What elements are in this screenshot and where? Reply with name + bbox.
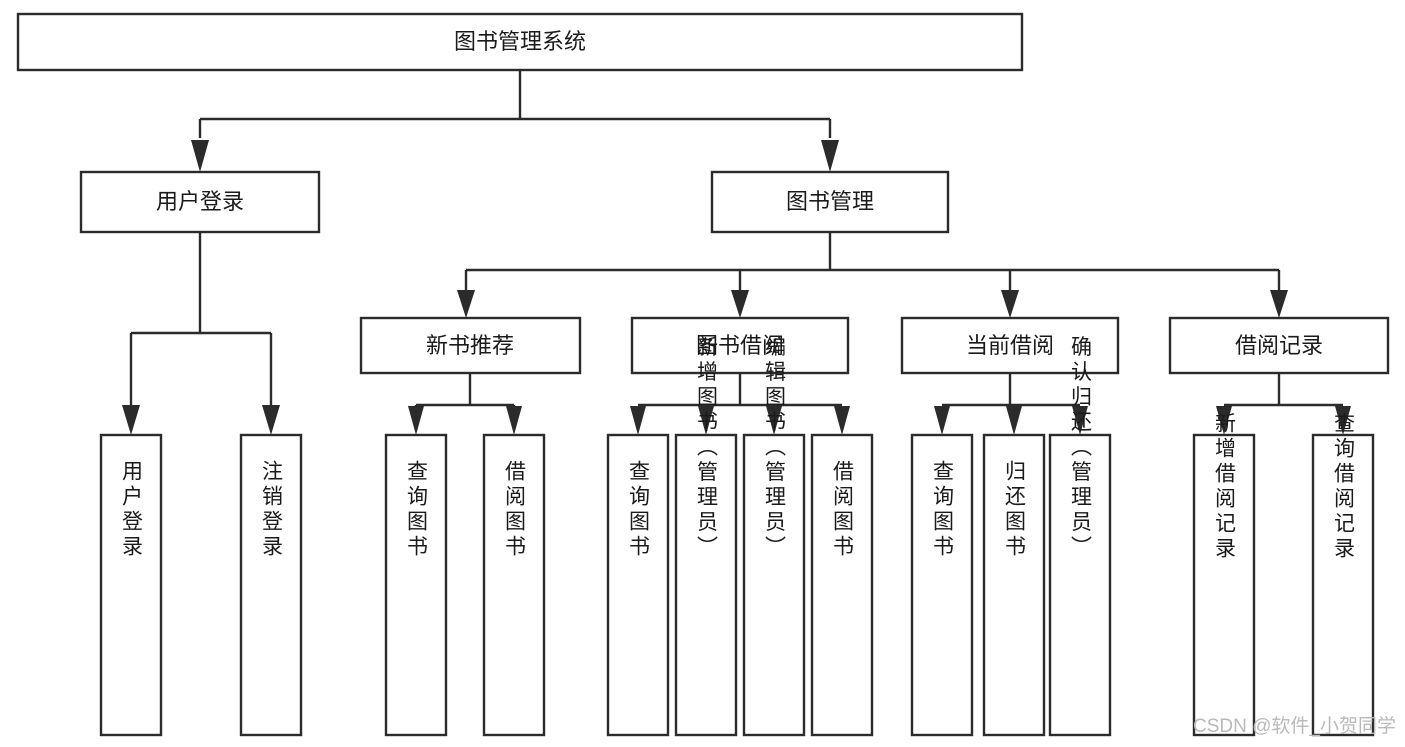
arrow-head-new-book-rec [457, 290, 475, 318]
arrow-head-book-borrow [731, 290, 749, 318]
node-user-login-label: 用户登录 [156, 189, 244, 214]
node-current-borrow-label: 当前借阅 [966, 333, 1054, 358]
arrow-head-borrow-record [1270, 290, 1288, 318]
node-leaf-user-login[interactable]: 用户登录 [99, 433, 163, 737]
node-book-manage[interactable]: 图书管理 [710, 170, 950, 234]
node-leaf-borrow-book-2-box[interactable] [810, 433, 874, 737]
node-leaf-logout-box[interactable] [239, 433, 303, 737]
node-leaf-query-book-3-box[interactable] [910, 433, 974, 737]
node-leaf-borrow-book-1-box[interactable] [482, 433, 546, 737]
node-leaf-add-book-label: 新增图书（管理员） [695, 336, 719, 561]
node-borrow-record-box[interactable] [1168, 316, 1390, 375]
node-leaf-query-record[interactable]: 查询借阅记录 [1311, 412, 1375, 737]
node-leaf-confirm-return-box[interactable] [1048, 433, 1112, 737]
arrow-head-leaf-query-record [1335, 406, 1351, 435]
node-root[interactable]: 图书管理系统 [16, 12, 1024, 72]
node-leaf-query-book-3-label: 查询图书 [931, 460, 955, 560]
arrow-head-leaf-logout [262, 405, 280, 435]
arrow-head-book-manage [821, 140, 839, 172]
arrow-head-leaf-query-book-3 [934, 406, 950, 435]
node-leaf-add-record[interactable]: 新增借阅记录 [1192, 412, 1256, 737]
arrow-head-leaf-user-login [122, 405, 140, 435]
node-current-borrow-box[interactable] [900, 316, 1120, 375]
node-leaf-query-book-1-label: 查询图书 [405, 460, 429, 560]
node-user-login[interactable]: 用户登录 [79, 170, 321, 234]
node-leaf-user-login-box[interactable] [99, 433, 163, 737]
node-leaf-logout-label: 注销登录 [260, 460, 284, 560]
node-leaf-add-book[interactable]: 新增图书（管理员） [674, 336, 738, 737]
arrow-head-leaf-borrow-book-2 [834, 406, 850, 435]
node-leaf-return-book-label: 归还图书 [1003, 460, 1027, 560]
arrow-head-leaf-confirm-return [1072, 406, 1088, 435]
node-leaf-edit-book[interactable]: 编辑图书（管理员） [742, 336, 806, 737]
node-leaf-query-book-1-box[interactable] [384, 433, 448, 737]
arrow-head-leaf-return-book [1006, 406, 1022, 435]
node-leaf-query-book-2[interactable]: 查询图书 [606, 433, 670, 737]
node-book-borrow-box[interactable] [630, 316, 850, 375]
node-book-manage-box[interactable] [710, 170, 950, 234]
arrow-head-leaf-borrow-book-1 [506, 406, 522, 435]
node-new-book-rec-label: 新书推荐 [426, 333, 514, 358]
arrow-head-current-borrow [1001, 290, 1019, 318]
node-leaf-query-record-label: 查询借阅记录 [1332, 412, 1356, 562]
node-leaf-add-record-label: 新增借阅记录 [1213, 412, 1237, 562]
arrow-head-leaf-add-book [698, 406, 714, 435]
node-borrow-record[interactable]: 借阅记录 [1168, 316, 1390, 375]
node-leaf-return-book[interactable]: 归还图书 [982, 433, 1046, 737]
node-current-borrow[interactable]: 当前借阅 [900, 316, 1120, 375]
node-leaf-add-book-box[interactable] [674, 433, 738, 737]
arrow-head-leaf-query-book-2 [630, 406, 646, 435]
node-book-manage-label: 图书管理 [786, 189, 874, 214]
node-leaf-query-book-2-box[interactable] [606, 433, 670, 737]
node-new-book-rec[interactable]: 新书推荐 [359, 316, 582, 375]
node-borrow-record-label: 借阅记录 [1235, 333, 1323, 358]
connector-layer [122, 70, 1351, 435]
arrow-head-user-login [191, 140, 209, 172]
node-leaf-return-book-box[interactable] [982, 433, 1046, 737]
csdn-watermark: CSDN @软件_小贺同学 [1193, 715, 1396, 737]
node-leaf-query-book-3[interactable]: 查询图书 [910, 433, 974, 737]
arrow-head-leaf-add-record [1216, 406, 1232, 435]
node-leaf-edit-book-box[interactable] [742, 433, 806, 737]
node-user-login-box[interactable] [79, 170, 321, 234]
node-leaf-confirm-return-label: 确认归还（管理员） [1069, 336, 1093, 561]
node-leaf-confirm-return[interactable]: 确认归还（管理员） [1048, 336, 1112, 737]
node-root-box[interactable] [16, 12, 1024, 72]
node-leaf-query-book-2-label: 查询图书 [627, 460, 651, 560]
node-leaf-borrow-book-2-label: 借阅图书 [831, 460, 855, 560]
arrow-head-leaf-edit-book [766, 406, 782, 435]
node-leaf-borrow-book-1-label: 借阅图书 [503, 460, 527, 560]
node-leaf-query-book-1[interactable]: 查询图书 [384, 433, 448, 737]
node-leaf-query-record-box[interactable] [1311, 433, 1375, 737]
arrow-head-leaf-query-book-1 [408, 406, 424, 435]
node-leaf-borrow-book-2[interactable]: 借阅图书 [810, 433, 874, 737]
node-leaf-borrow-book-1[interactable]: 借阅图书 [482, 433, 546, 737]
node-root-label: 图书管理系统 [454, 29, 586, 54]
node-leaf-logout[interactable]: 注销登录 [239, 433, 303, 737]
node-book-borrow[interactable]: 图书借阅 [630, 316, 850, 375]
node-book-borrow-label: 图书借阅 [696, 333, 784, 358]
node-new-book-rec-box[interactable] [359, 316, 582, 375]
node-leaf-edit-book-label: 编辑图书（管理员） [763, 336, 787, 561]
node-leaf-add-record-box[interactable] [1192, 433, 1256, 737]
node-leaf-user-login-label: 用户登录 [120, 460, 144, 560]
